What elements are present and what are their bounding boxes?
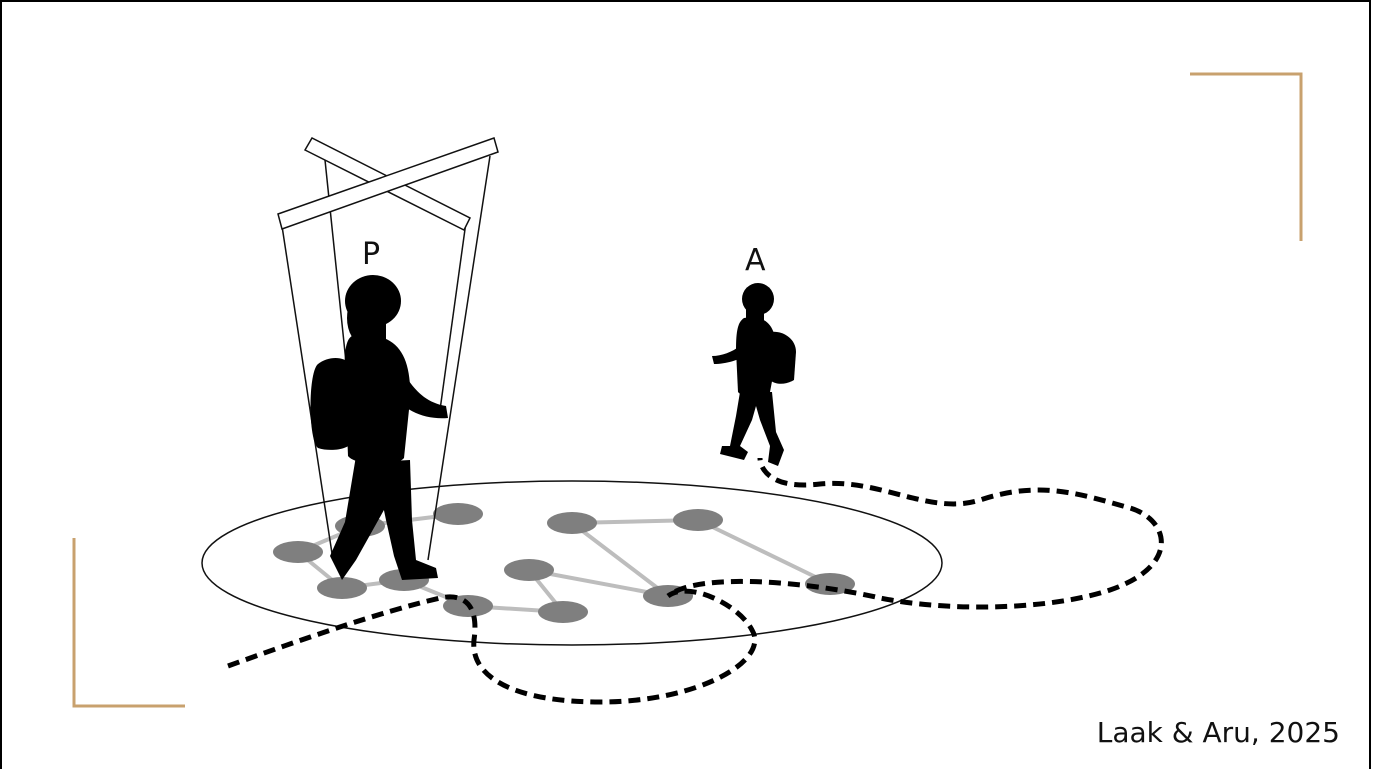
citation-text: Laak & Aru, 2025 xyxy=(1096,716,1340,749)
network-node xyxy=(504,559,554,581)
network-edge xyxy=(570,521,670,598)
dashed-path xyxy=(227,457,1164,705)
corner-bracket-bottom-left xyxy=(72,538,185,708)
puppet-control-cross xyxy=(277,137,499,232)
network-node xyxy=(805,573,855,595)
corner-bracket-top-right xyxy=(1190,72,1303,241)
network-edge xyxy=(527,568,670,598)
autonomous-label: A xyxy=(745,243,766,278)
puppet-child-silhouette xyxy=(310,275,448,580)
puppet-label: P xyxy=(362,237,380,272)
network-node xyxy=(547,512,597,534)
network-node xyxy=(538,601,588,623)
network-node xyxy=(317,577,367,599)
network-edge xyxy=(696,518,832,586)
autonomous-child-silhouette xyxy=(712,283,796,466)
network-node xyxy=(433,503,483,525)
network-node xyxy=(273,541,323,563)
network-node xyxy=(673,509,723,531)
